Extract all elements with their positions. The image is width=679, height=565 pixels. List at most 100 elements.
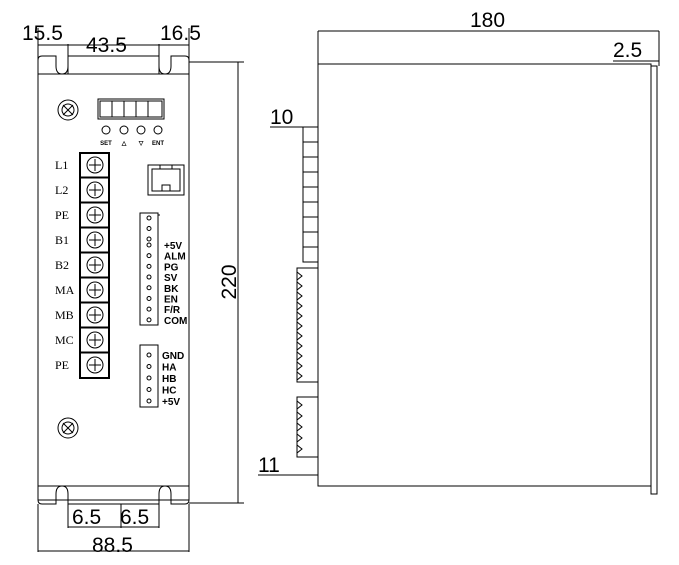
connector-tooth xyxy=(296,433,303,443)
connector-tooth xyxy=(296,271,303,281)
hall-pin-label: HB xyxy=(162,374,176,385)
dim-side-upper: 10 xyxy=(270,106,293,129)
pin-hole xyxy=(146,387,152,392)
control-pin-label: F/R xyxy=(164,305,181,316)
dim-bottom-mid: 6.5 xyxy=(120,506,149,529)
connector-tooth xyxy=(296,411,303,421)
connector-tooth xyxy=(296,422,303,432)
connector-tooth xyxy=(296,331,303,341)
control-connector xyxy=(139,212,159,326)
hall-pin-label: HC xyxy=(162,386,176,397)
side-hall-teeth xyxy=(296,400,303,454)
button-label: △ xyxy=(121,140,127,147)
control-pin-label: BK xyxy=(164,284,179,295)
terminal-screw-icon xyxy=(86,231,104,249)
button-ent[interactable] xyxy=(153,125,163,135)
control-pin-label: SV xyxy=(164,273,178,284)
control-pin-label: +5V xyxy=(164,241,182,252)
terminal-label: L1 xyxy=(55,158,68,172)
button-up[interactable] xyxy=(119,125,129,135)
connector-tooth xyxy=(296,371,303,381)
power-terminal-block xyxy=(79,152,110,379)
button-label: SET xyxy=(100,141,112,147)
front-view: 15.5 43.5 16.5 xyxy=(22,22,244,557)
terminal-screw-icon xyxy=(86,281,104,299)
terminal-label: PE xyxy=(55,208,69,222)
terminal-label: PE xyxy=(55,358,69,372)
rj45-port-icon xyxy=(147,164,185,196)
button-label: ▽ xyxy=(138,141,144,147)
bottom-flange xyxy=(37,485,190,505)
dim-height: 220 xyxy=(218,264,241,299)
connector-tooth xyxy=(296,361,303,371)
terminal-label: MC xyxy=(55,333,74,347)
side-body xyxy=(317,63,652,487)
dim-top-right: 16.5 xyxy=(160,22,201,45)
connector-tooth xyxy=(296,341,303,351)
pin-hole xyxy=(146,242,152,248)
screw-icon xyxy=(57,417,79,439)
button-label: ENT xyxy=(152,141,164,147)
button-down[interactable] xyxy=(136,125,146,135)
side-view: 180 2.5 10 11 xyxy=(258,9,660,495)
connector-tooth xyxy=(296,311,303,321)
side-power-terminals xyxy=(302,126,319,263)
terminal-label: B1 xyxy=(55,233,69,247)
button-set[interactable] xyxy=(101,125,111,135)
pin-hole xyxy=(146,352,152,358)
terminal-screw-icon xyxy=(86,306,104,324)
connector-tooth xyxy=(296,281,303,291)
hall-connector xyxy=(139,344,159,408)
dim-side-lower: 11 xyxy=(258,454,280,477)
connector-tooth xyxy=(296,444,303,454)
terminal-label: MB xyxy=(55,308,74,322)
pin-hole xyxy=(146,295,152,301)
top-flange xyxy=(37,55,190,75)
pin-hole xyxy=(146,364,152,369)
control-pin-label: ALM xyxy=(164,252,186,263)
terminal-screw-icon xyxy=(86,331,104,349)
connector-tooth xyxy=(296,321,303,331)
screw-icon xyxy=(57,99,79,121)
pin-hole xyxy=(146,215,152,221)
terminal-screw-icon xyxy=(86,356,104,374)
terminal-label: MA xyxy=(55,283,75,297)
side-control-connector xyxy=(296,267,319,383)
pin-hole xyxy=(146,236,152,242)
pin-hole xyxy=(146,317,152,323)
dim-side-top: 2.5 xyxy=(613,39,642,62)
control-pin-label: EN xyxy=(164,294,178,305)
pin-hole xyxy=(146,226,152,231)
pin-hole xyxy=(146,375,152,381)
connector-tooth xyxy=(296,301,303,311)
pin-hole xyxy=(146,306,152,312)
terminal-screw-icon xyxy=(86,181,104,199)
pin-hole xyxy=(146,253,152,259)
dim-side-length: 180 xyxy=(470,9,505,32)
control-pin-label: PG xyxy=(164,262,179,273)
side-hall-connector xyxy=(296,396,319,458)
pin-hole xyxy=(146,285,152,291)
pin-hole xyxy=(146,263,152,269)
control-pin-label: COM xyxy=(164,316,187,327)
hall-pin-label: GND xyxy=(162,351,184,362)
display xyxy=(97,98,165,120)
side-upper-ribs xyxy=(303,141,318,248)
terminal-screw-icon xyxy=(86,206,104,224)
front-body xyxy=(37,73,190,487)
terminal-label: B2 xyxy=(55,258,69,272)
dim-bottom-left: 6.5 xyxy=(72,506,101,529)
display-window xyxy=(99,100,163,118)
pin-hole xyxy=(146,398,152,404)
terminal-label: L2 xyxy=(55,183,68,197)
pin-hole xyxy=(146,274,152,280)
connector-tooth xyxy=(296,400,303,410)
terminal-screw-icon xyxy=(86,256,104,274)
dim-bottom-width: 88.5 xyxy=(92,534,133,557)
side-control-teeth xyxy=(296,271,303,381)
connector-tooth xyxy=(296,351,303,361)
